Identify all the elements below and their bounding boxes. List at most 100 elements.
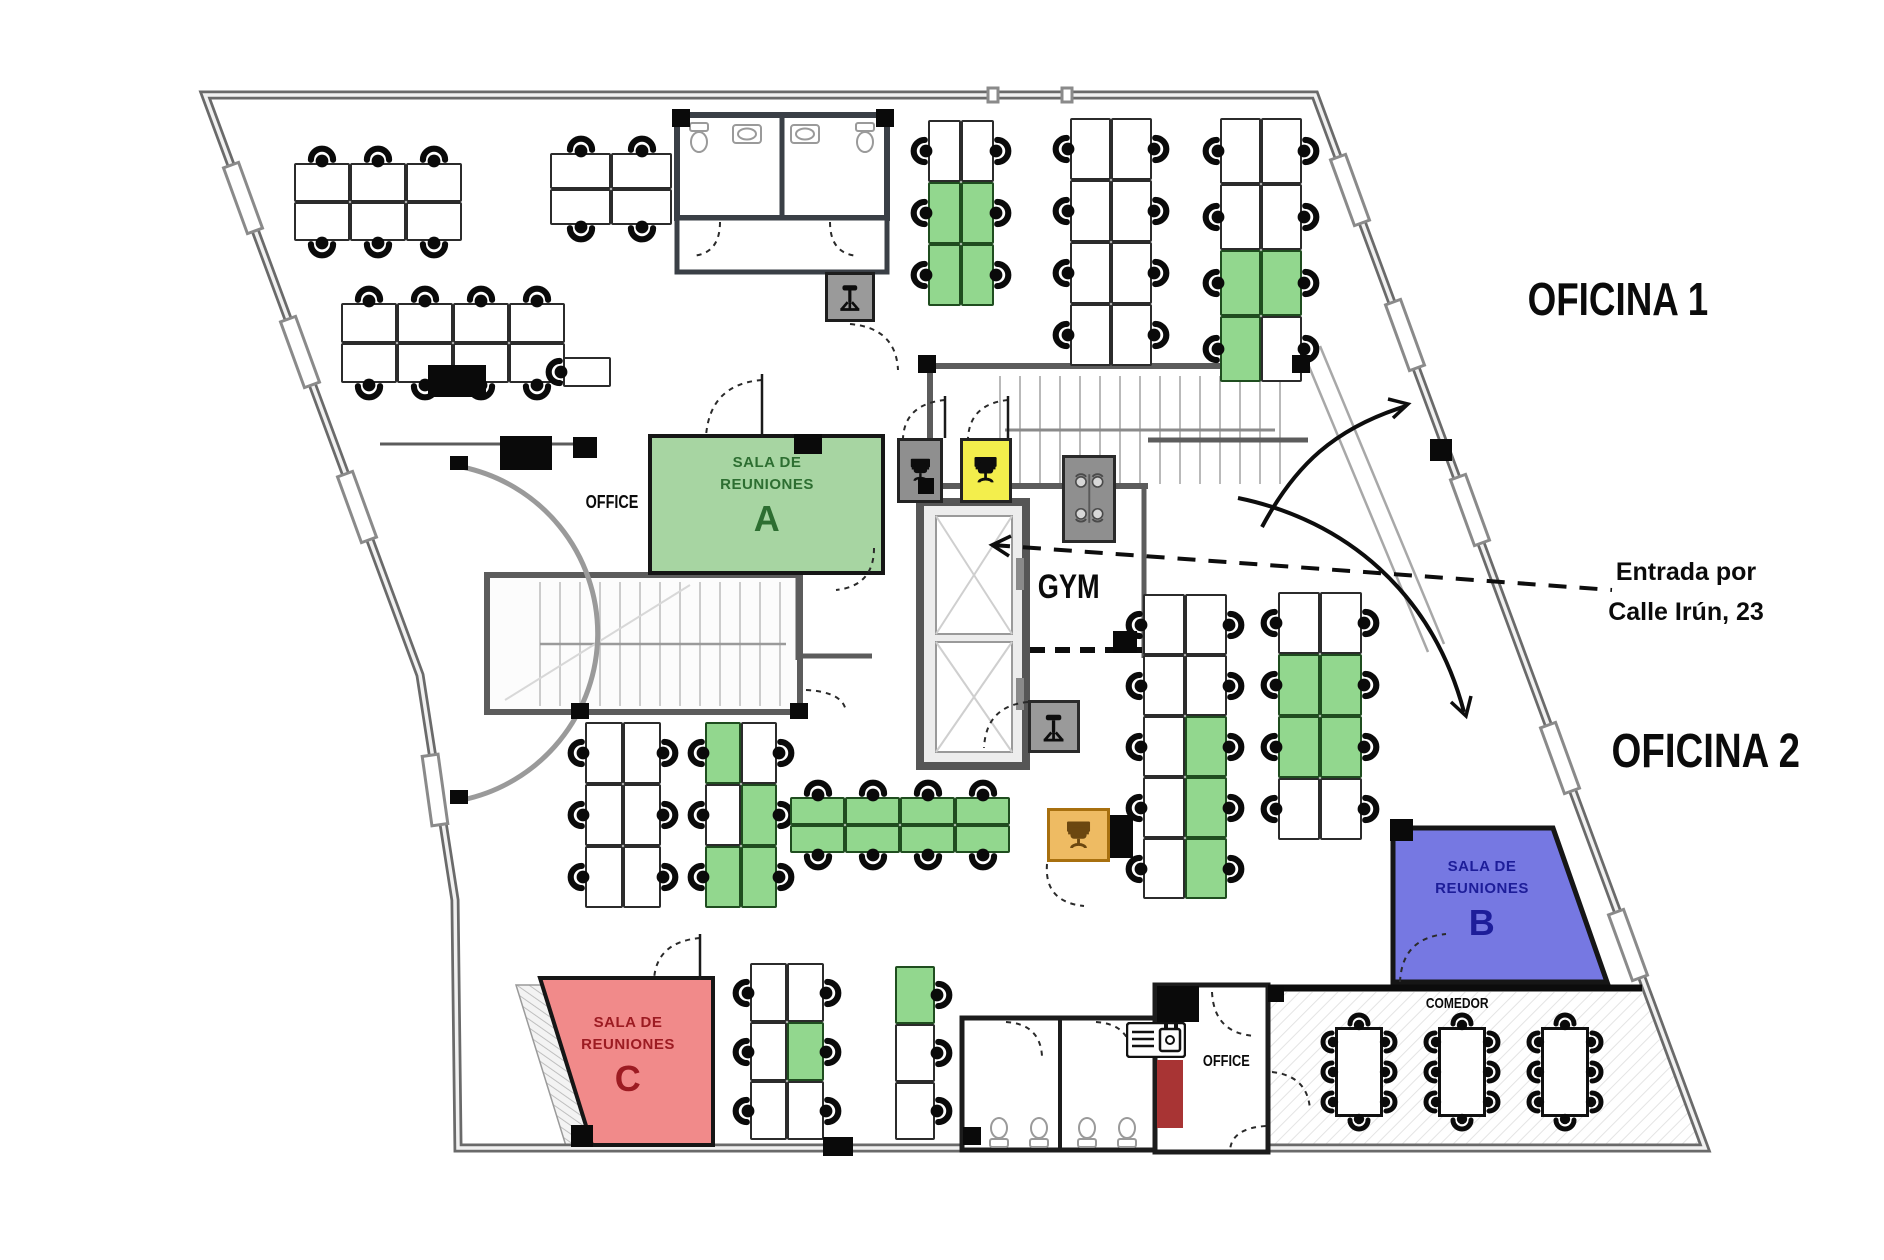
entrance-caption-line2: Calle Irún, 23	[1608, 598, 1764, 626]
chair-icon	[1260, 731, 1292, 763]
entrance-caption: Entrada por Calle Irún, 23	[1570, 552, 1802, 632]
kitchen-sink-unit	[1126, 1022, 1186, 1058]
comedor-label: COMEDOR	[1425, 995, 1489, 1012]
chair-icon	[1578, 1059, 1604, 1085]
chair-icon	[1372, 1059, 1398, 1085]
chair-icon	[626, 211, 658, 243]
wall-jamb	[823, 1137, 853, 1156]
chair-icon	[1213, 792, 1245, 824]
gym-label: GYM	[1038, 568, 1100, 606]
chair-icon	[1213, 853, 1245, 885]
sink-icon	[732, 124, 762, 144]
desk	[1143, 838, 1185, 899]
chair-icon	[1578, 1089, 1604, 1115]
desk	[741, 846, 777, 908]
chair-icon	[687, 799, 719, 831]
chair-icon	[1526, 1089, 1552, 1115]
desk	[1070, 304, 1111, 366]
chair-icon	[521, 369, 553, 401]
chair-icon	[687, 737, 719, 769]
chair-icon	[1372, 1089, 1398, 1115]
chair-icon	[1202, 267, 1234, 299]
sala-b-label: SALA DE REUNIONES B	[1392, 856, 1572, 942]
sala-c-letter: C	[614, 1057, 642, 1099]
toilet-icon	[988, 1116, 1010, 1148]
chair-icon	[1348, 669, 1380, 701]
booth-stool-top	[825, 272, 875, 322]
chair-icon	[1125, 853, 1157, 885]
wall-jamb	[1430, 439, 1452, 461]
chair-icon	[810, 977, 842, 1009]
chair-icon	[1260, 607, 1292, 639]
chair-icon	[1138, 195, 1170, 227]
toilet-icon	[688, 122, 710, 154]
chair-icon	[910, 197, 942, 229]
chair-icon	[647, 861, 679, 893]
desk	[1185, 777, 1227, 838]
chair-icon	[647, 737, 679, 769]
wall-jamb	[573, 437, 597, 458]
stairs-left	[484, 572, 803, 715]
chair-icon	[1202, 135, 1234, 167]
wall-jamb	[1113, 631, 1137, 653]
desk	[961, 182, 994, 244]
toilet-icon	[1076, 1116, 1098, 1148]
desk	[845, 797, 900, 825]
chair-icon	[1125, 670, 1157, 702]
sala-a-room	[648, 434, 885, 575]
entrance-caption-line1: Entrada por	[1615, 558, 1757, 586]
chair-icon	[1346, 1106, 1372, 1132]
red-cabinet	[1157, 1060, 1183, 1128]
chair-icon	[1320, 1059, 1346, 1085]
chair-icon	[857, 839, 889, 871]
wall-jamb	[1110, 815, 1133, 858]
chair-icon	[418, 145, 450, 177]
chair-icon	[418, 227, 450, 259]
chair-icon	[1125, 792, 1157, 824]
door-jambs	[698, 374, 1010, 980]
sala-a-line1: SALA DE	[732, 454, 802, 471]
chair-icon	[1138, 257, 1170, 289]
chair-icon	[409, 285, 441, 317]
wall-jamb	[450, 790, 468, 804]
chair-icon	[1552, 1106, 1578, 1132]
chair-icon	[1348, 731, 1380, 763]
chair-icon	[1449, 1012, 1475, 1038]
entry-vestibule	[1301, 345, 1446, 653]
sala-a-label: SALA DE REUNIONES A	[667, 452, 867, 538]
wall-jamb	[672, 109, 690, 127]
desk	[705, 784, 741, 846]
chair-icon	[1475, 1029, 1501, 1055]
chair-icon	[1475, 1089, 1501, 1115]
booth-yellow-chair	[960, 438, 1012, 503]
wall-jamb	[918, 478, 934, 494]
chair-icon	[1213, 670, 1245, 702]
chair-icon	[1202, 201, 1234, 233]
chair-icon	[1125, 731, 1157, 763]
chair-icon	[306, 227, 338, 259]
chair-icon	[545, 356, 577, 388]
chair-icon	[1202, 333, 1234, 365]
chair-icon	[921, 1037, 953, 1069]
chair-icon	[912, 779, 944, 811]
chair-icon	[567, 737, 599, 769]
toilet-icon	[1028, 1116, 1050, 1148]
window-markers	[221, 86, 1650, 983]
chair-icon	[465, 285, 497, 317]
wall-jamb	[500, 436, 552, 470]
chair-icon	[732, 977, 764, 1009]
wall-jamb	[1292, 355, 1310, 373]
desk	[1185, 838, 1227, 899]
toilet-icon	[854, 122, 876, 154]
desk	[1070, 118, 1111, 180]
desk	[1111, 242, 1152, 304]
sala-a-letter: A	[753, 497, 781, 539]
toilet-icon	[1116, 1116, 1138, 1148]
chair-icon	[1052, 319, 1084, 351]
sink-icon	[790, 124, 820, 144]
sala-c-label: SALA DE REUNIONES C	[528, 1012, 728, 1098]
wall-jamb	[571, 703, 589, 719]
desk	[1261, 184, 1302, 250]
